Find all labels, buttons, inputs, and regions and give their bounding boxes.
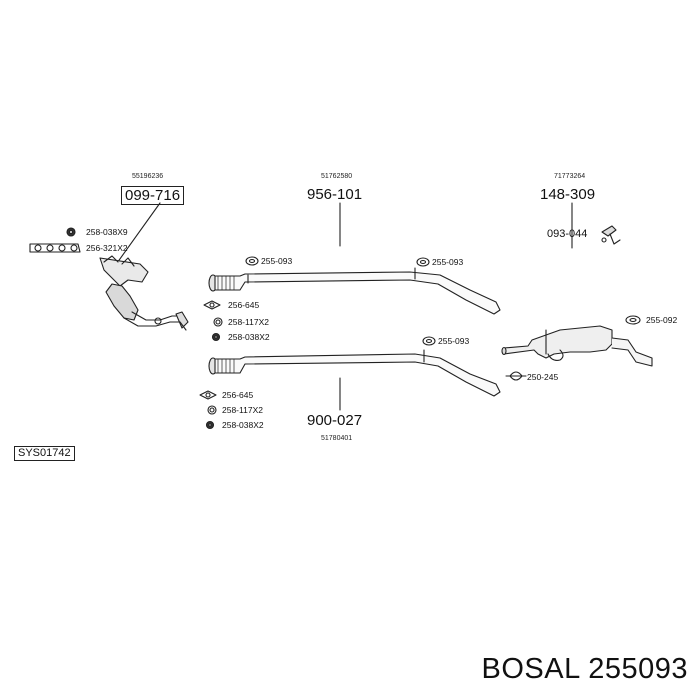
system-code-label: SYS01742 — [14, 446, 75, 461]
oem-number-label: 71773264 — [554, 173, 586, 180]
hardware-label: 255-093 — [432, 257, 464, 267]
hardware-label: 258-117X2 — [228, 317, 269, 327]
flange-gasket-icon — [199, 390, 217, 400]
hardware-label: 250-245 — [527, 372, 559, 382]
rear-silencer-icon — [501, 325, 653, 367]
leader-line — [111, 202, 161, 271]
middle-pipe-upper-icon — [208, 267, 501, 315]
nut-icon — [66, 227, 76, 237]
nut-icon — [205, 420, 215, 430]
hardware-label: 255-093 — [261, 256, 293, 266]
hardware-label: 256-645 — [228, 300, 260, 310]
flange-gasket-icon — [203, 300, 221, 310]
hardware-label: 258-038X9 — [86, 227, 128, 237]
hardware-label: 255-093 — [438, 336, 470, 346]
spring-ring-icon — [213, 317, 223, 327]
hardware-label: 258-038X2 — [228, 332, 270, 342]
hardware-label: 258-117X2 — [222, 405, 263, 415]
bracket-part-label: 093-044 — [547, 228, 588, 240]
part-number-label: 099-716 — [121, 186, 185, 205]
manifold-gasket-icon — [29, 243, 81, 253]
nut-icon — [211, 332, 221, 342]
manifold-catalyst-icon — [99, 255, 189, 331]
oem-number-label: 51762580 — [321, 173, 353, 180]
rubber-hanger-icon — [625, 315, 641, 325]
hardware-label: 258-038X2 — [222, 420, 264, 430]
oem-number-label: 51780401 — [321, 435, 353, 442]
rubber-hanger-icon — [416, 257, 430, 267]
hardware-label: 256-645 — [222, 390, 254, 400]
part-number-label: 148-309 — [540, 186, 596, 203]
rubber-hanger-icon — [422, 336, 436, 346]
part-number-label: 956-101 — [307, 186, 363, 203]
rubber-hanger-icon — [245, 256, 259, 266]
mounting-bracket-icon — [601, 225, 621, 245]
oem-number-label: 55196236 — [132, 173, 164, 180]
middle-pipe-lower-icon — [208, 349, 501, 397]
hardware-label: 255-092 — [646, 315, 678, 325]
part-number-label: 900-027 — [307, 412, 363, 429]
spring-ring-icon — [207, 405, 217, 415]
hardware-label: 256-321X2 — [86, 243, 128, 253]
pipe-clamp-icon — [505, 371, 527, 381]
brand-part-number: BOSAL 255093 — [481, 653, 688, 685]
